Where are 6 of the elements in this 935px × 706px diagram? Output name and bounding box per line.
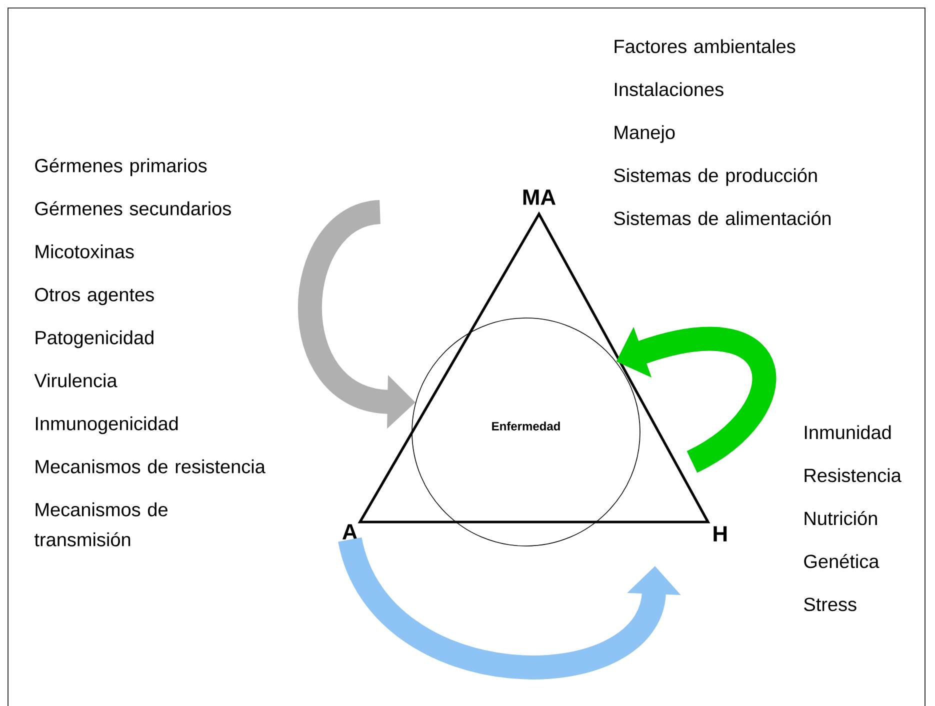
factor-list: Factores ambientales Instalaciones Manejo Sistemas de producción Sistemas de alimentación xyxy=(614,39,831,226)
vertex-label: A xyxy=(342,524,358,540)
vertex-label: MA xyxy=(523,190,556,205)
factor-list: Inmunidad Resistencia Nutrición Genética Stress xyxy=(804,425,902,612)
vertex-label: H xyxy=(714,526,727,542)
factor-list: Gérmenes primarios Gérmenes secundarios Micotoxinas Otros agentes Patogenicidad Virulencia Inmunogenicidad Mecanismos de resistencia Mecanismos de transmisión xyxy=(34,158,266,546)
